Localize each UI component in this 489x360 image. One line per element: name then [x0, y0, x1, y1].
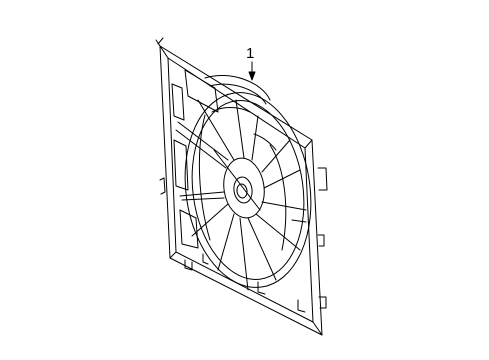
shroud-window-panels — [171, 69, 219, 249]
fan-spokes — [175, 99, 307, 291]
fan-blades — [198, 107, 287, 251]
motor-housing — [204, 74, 271, 105]
shroud-frame — [155, 37, 328, 336]
callout-leader — [248, 61, 256, 81]
callout-label-1: 1 — [246, 45, 255, 62]
fan-ring — [184, 92, 312, 288]
fan-hub — [223, 157, 265, 219]
